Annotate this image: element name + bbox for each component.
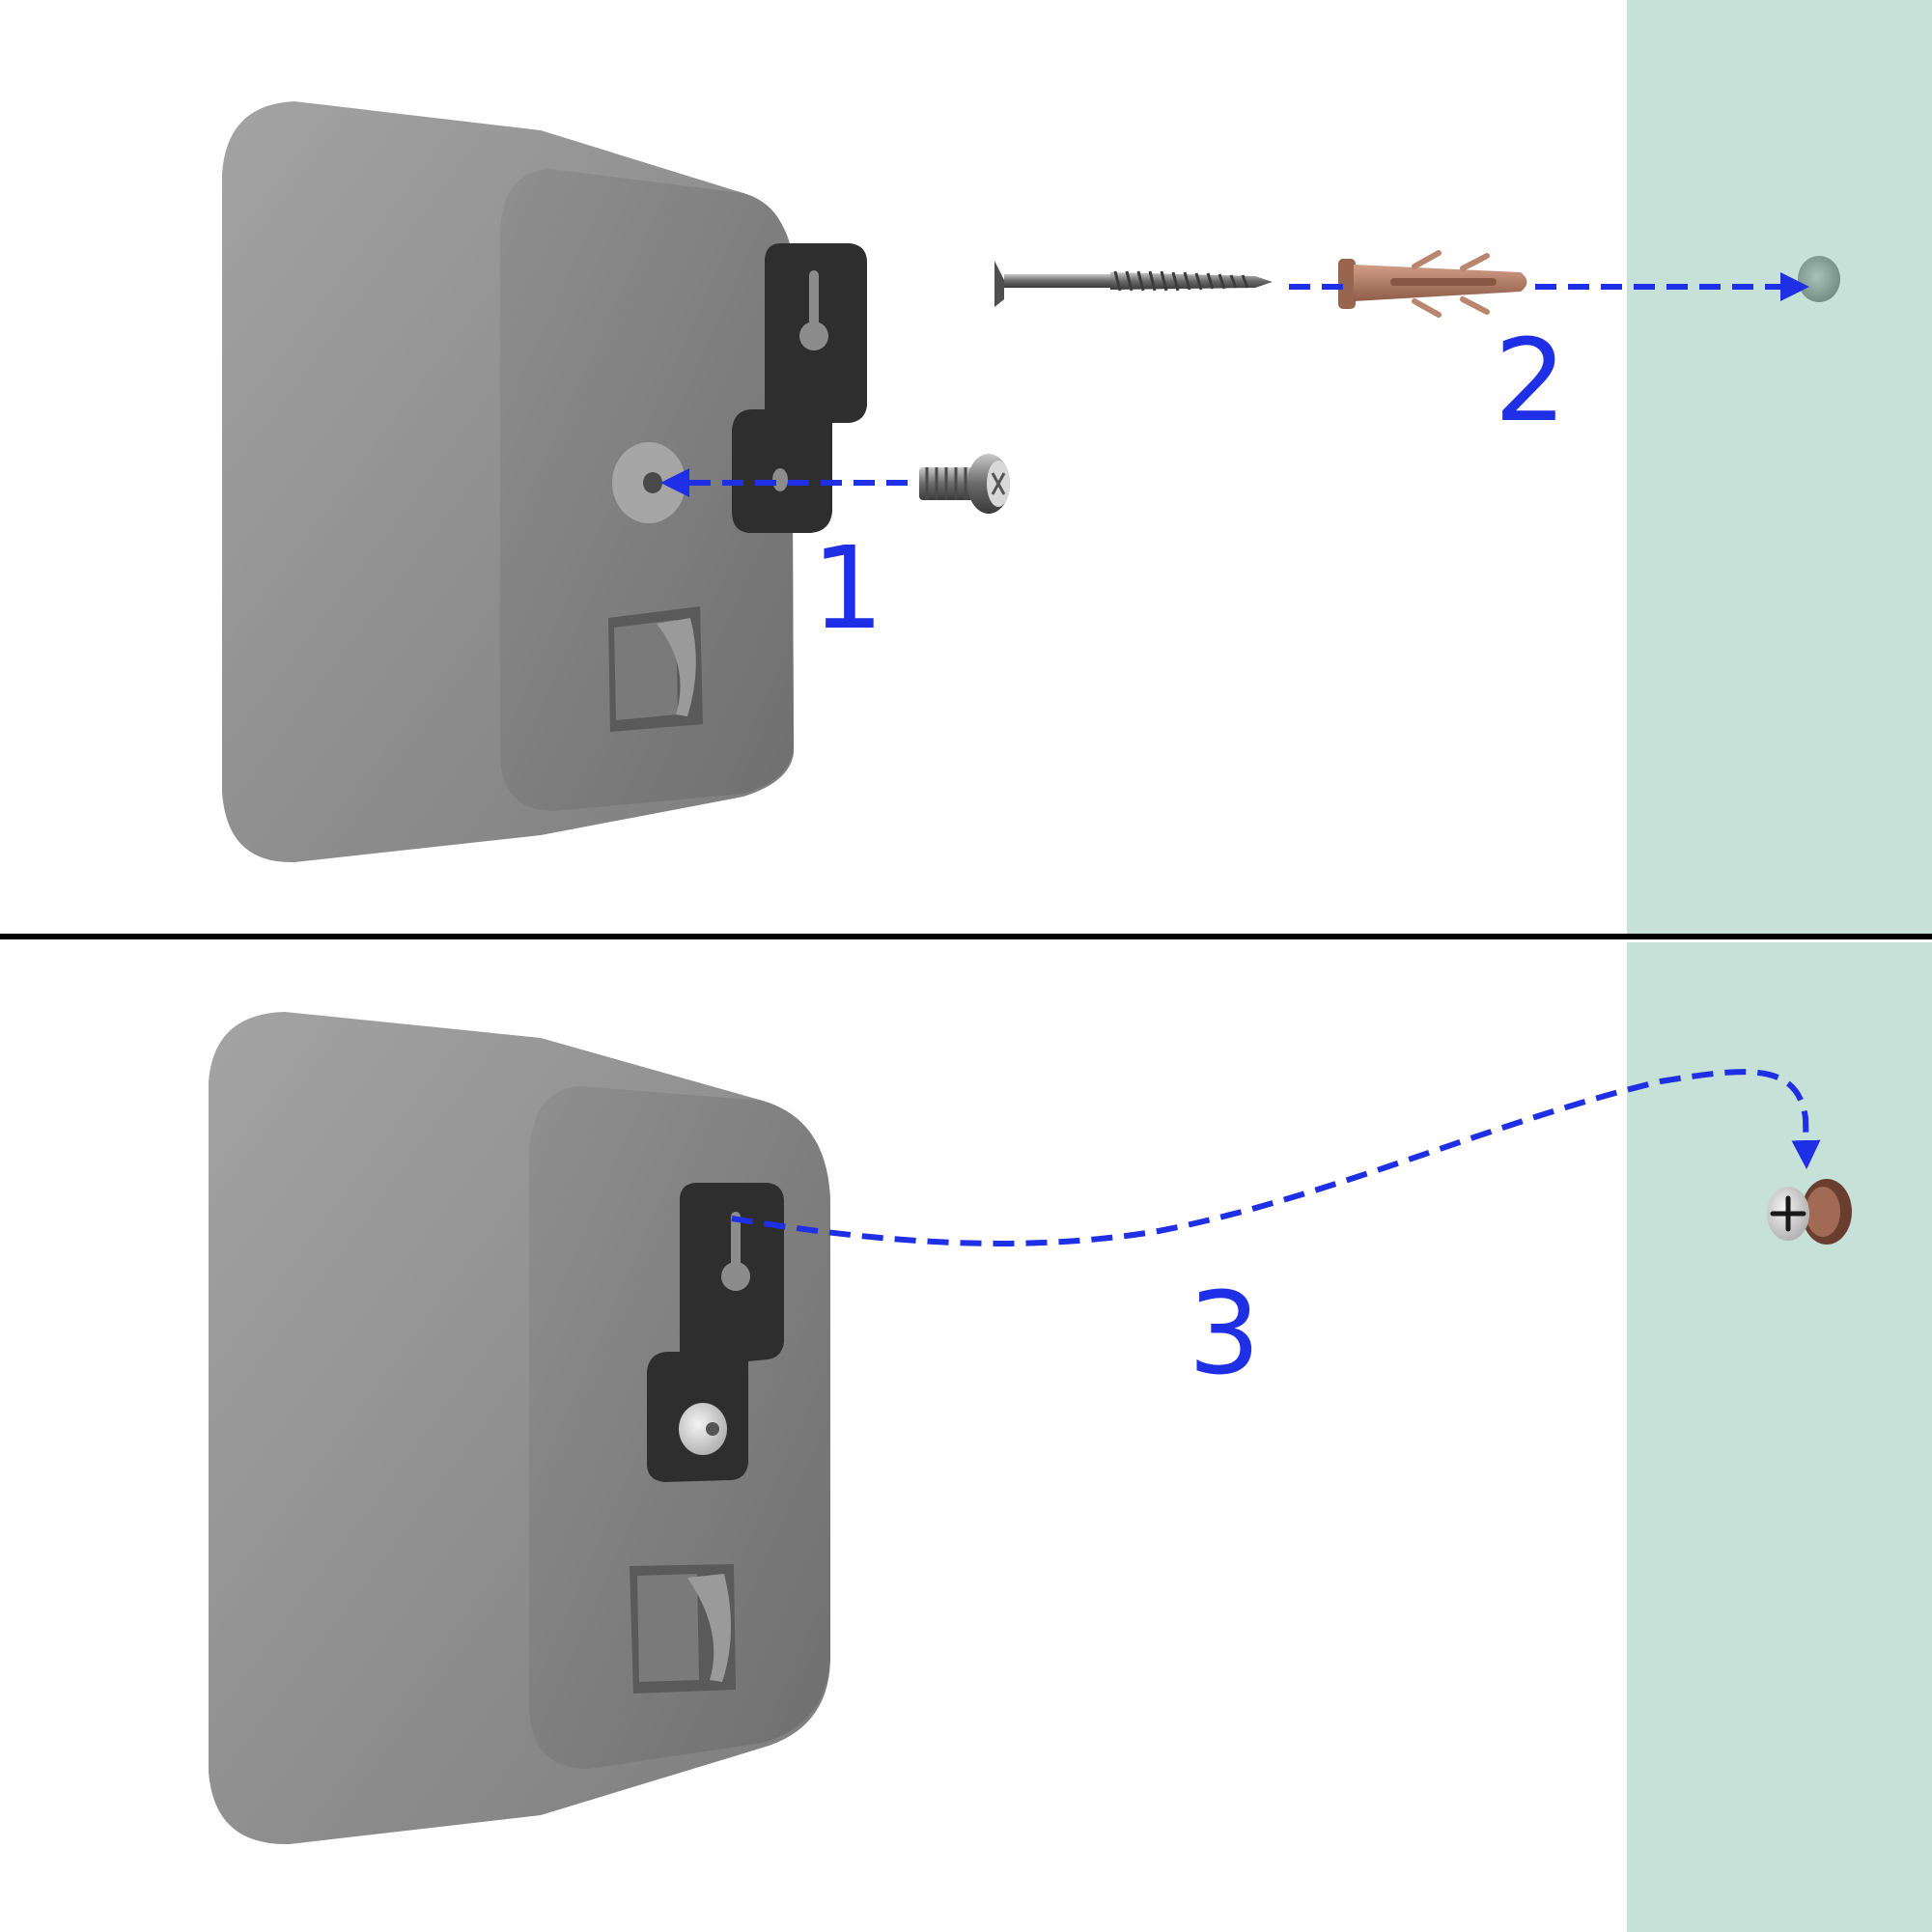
wall-mount-housing-top [222, 101, 794, 863]
drilled-hole-icon [1798, 256, 1840, 302]
machine-screw-icon [919, 454, 1010, 514]
installed-screw-icon [1767, 1179, 1852, 1245]
wood-screw-icon [994, 261, 1273, 307]
wall-panel-top [1627, 0, 1932, 935]
mounted-bracket-icon [647, 1183, 784, 1482]
panel-divider [0, 934, 1932, 939]
step-label-3: 3 [1188, 1267, 1260, 1400]
wall-panel-bottom [1627, 942, 1932, 1932]
step-label-1: 1 [811, 521, 883, 655]
step-3-arrow [731, 1069, 1821, 1246]
step-label-2: 2 [1494, 314, 1566, 447]
wall-anchor-icon [1338, 250, 1527, 318]
